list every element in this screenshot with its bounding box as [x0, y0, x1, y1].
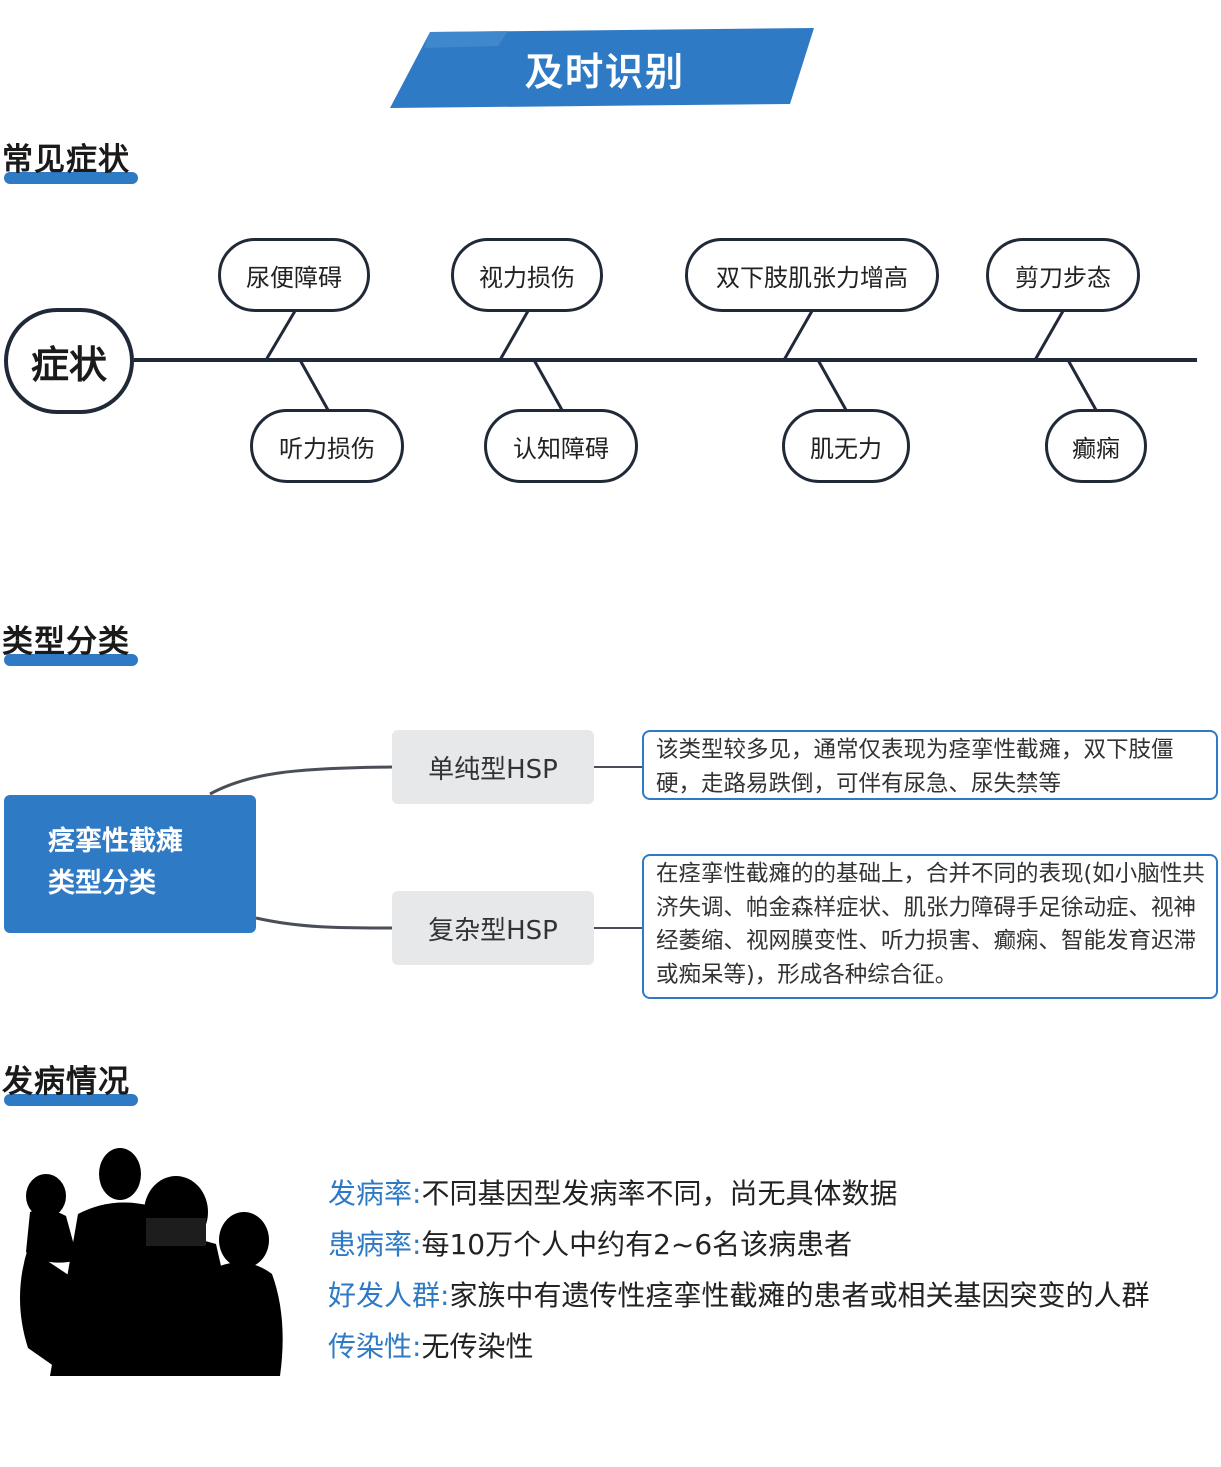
risk-group: 好发人群:家族中有遗传性痉挛性截瘫的患者或相关基因突变的人群	[328, 1274, 1149, 1314]
incidence-rate-value: 不同基因型发病率不同，尚无具体数据	[421, 1177, 898, 1210]
section-underline	[4, 654, 138, 666]
contagiousness-value: 无传染性	[421, 1330, 534, 1363]
risk-group-value: 家族中有遗传性痉挛性截瘫的患者或相关基因突变的人群	[449, 1279, 1150, 1312]
type-simple-desc: 该类型较多见，通常仅表现为痉挛性截瘫，双下肢僵硬，走路易跌倒，可伴有尿急、尿失禁…	[642, 730, 1218, 800]
family-silhouette-icon	[20, 1148, 283, 1376]
prevalence: 患病率:每10万个人中约有2~6名该病患者	[328, 1223, 852, 1263]
center-line-1: 痉挛性截瘫	[48, 826, 183, 857]
incidence-rate: 发病率:不同基因型发病率不同，尚无具体数据	[328, 1172, 897, 1212]
type-simple: 单纯型HSP	[392, 730, 594, 804]
symptom-cognitive: 认知障碍	[484, 409, 638, 483]
incidence-rate-label: 发病率:	[328, 1177, 422, 1210]
section-title-incidence: 发病情况	[2, 1064, 130, 1100]
symptom-epilepsy: 癫痫	[1045, 409, 1147, 483]
symptom-urinary: 尿便障碍	[218, 238, 370, 312]
symptom-hearing: 听力损伤	[250, 409, 404, 483]
fishbone-root: 症状	[4, 308, 134, 414]
symptom-scissor-gait: 剪刀步态	[986, 238, 1140, 312]
mindmap-connectors	[209, 765, 642, 930]
symptom-vision: 视力损伤	[451, 238, 603, 312]
contagiousness: 传染性:无传染性	[328, 1325, 533, 1365]
classification-center: 痉挛性截瘫 类型分类	[4, 795, 256, 933]
risk-group-label: 好发人群:	[328, 1279, 450, 1312]
section-title-symptoms: 常见症状	[2, 142, 130, 178]
prevalence-label: 患病率:	[328, 1228, 422, 1261]
section-underline	[4, 1094, 138, 1106]
section-title-types: 类型分类	[2, 624, 130, 660]
symptom-hypertonia: 双下肢肌张力增高	[685, 238, 939, 312]
page-title: 及时识别	[524, 48, 685, 94]
banner-shape	[390, 28, 814, 108]
type-complex: 复杂型HSP	[392, 891, 594, 965]
prevalence-value: 每10万个人中约有2~6名该病患者	[421, 1228, 853, 1261]
fishbone-lines	[134, 310, 1197, 411]
contagiousness-label: 传染性:	[328, 1330, 422, 1363]
section-underline	[4, 172, 138, 184]
center-line-2: 类型分类	[48, 868, 156, 899]
type-complex-desc: 在痉挛性截瘫的的基础上，合并不同的表现(如小脑性共济失调、帕金森样症状、肌张力障…	[642, 854, 1218, 999]
symptom-weakness: 肌无力	[782, 409, 910, 483]
